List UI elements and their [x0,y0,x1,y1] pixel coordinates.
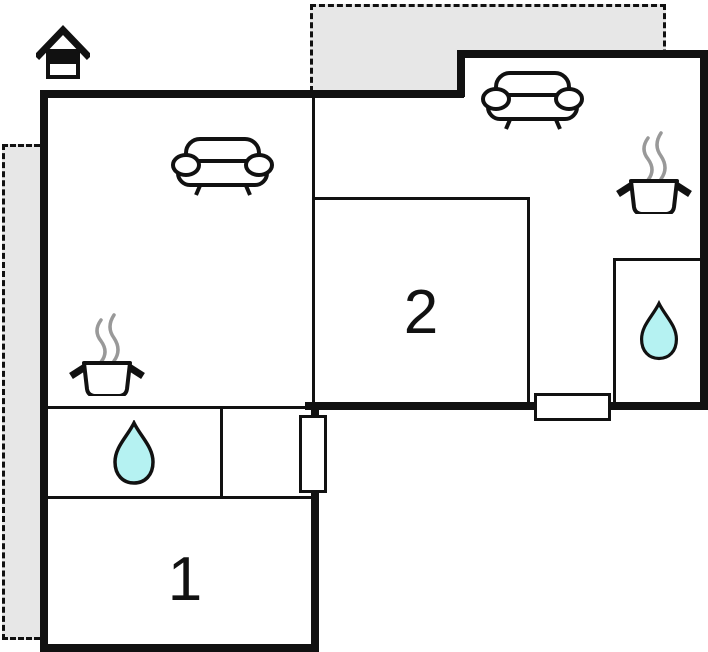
wall-step-apartment2 [457,50,465,97]
sofa-icon [481,71,584,130]
wall-top-apartment2 [457,50,708,58]
house-body-band [48,51,78,64]
room2-label: 2 [403,278,439,347]
wall-bottom-apartment2 [305,402,708,410]
room2-wall-top [312,197,530,200]
bathroom2-wall-top [613,258,708,261]
room1-label: 1 [167,545,203,614]
door-marker-vertical [299,415,327,493]
adjacent-area-left [2,144,40,640]
bathroom1-wall-bottom [48,496,311,499]
wall-right-apartment2 [700,50,708,410]
steam [642,136,654,182]
water-drop-shape [113,420,155,485]
apartment2-corridor-interior [310,90,464,410]
bathroom2-wall-left [613,258,616,402]
wall-left [40,90,48,652]
cooking-pot-icon [616,131,692,214]
steam [108,313,120,363]
pot-body [629,179,679,214]
room2-wall-right [527,197,530,402]
pot-body [82,361,132,396]
steam [655,131,667,181]
wall-top-left [40,90,464,98]
water-drop-shape [639,299,679,361]
wall-right-apartment1 [311,402,319,652]
bathroom1-wall-divider [220,406,223,499]
cooking-pot-icon [69,313,145,396]
wall-bottom-apartment1 [40,644,319,652]
door-marker-horizontal [534,393,611,421]
house-roof [36,24,90,60]
wall-divider-vertical [312,98,315,402]
bathroom1-wall-top [48,406,311,409]
water-drop-icon [639,299,679,361]
water-drop-icon [113,420,155,485]
sofa-icon [171,137,274,196]
house-icon [36,24,90,79]
steam [95,318,107,364]
